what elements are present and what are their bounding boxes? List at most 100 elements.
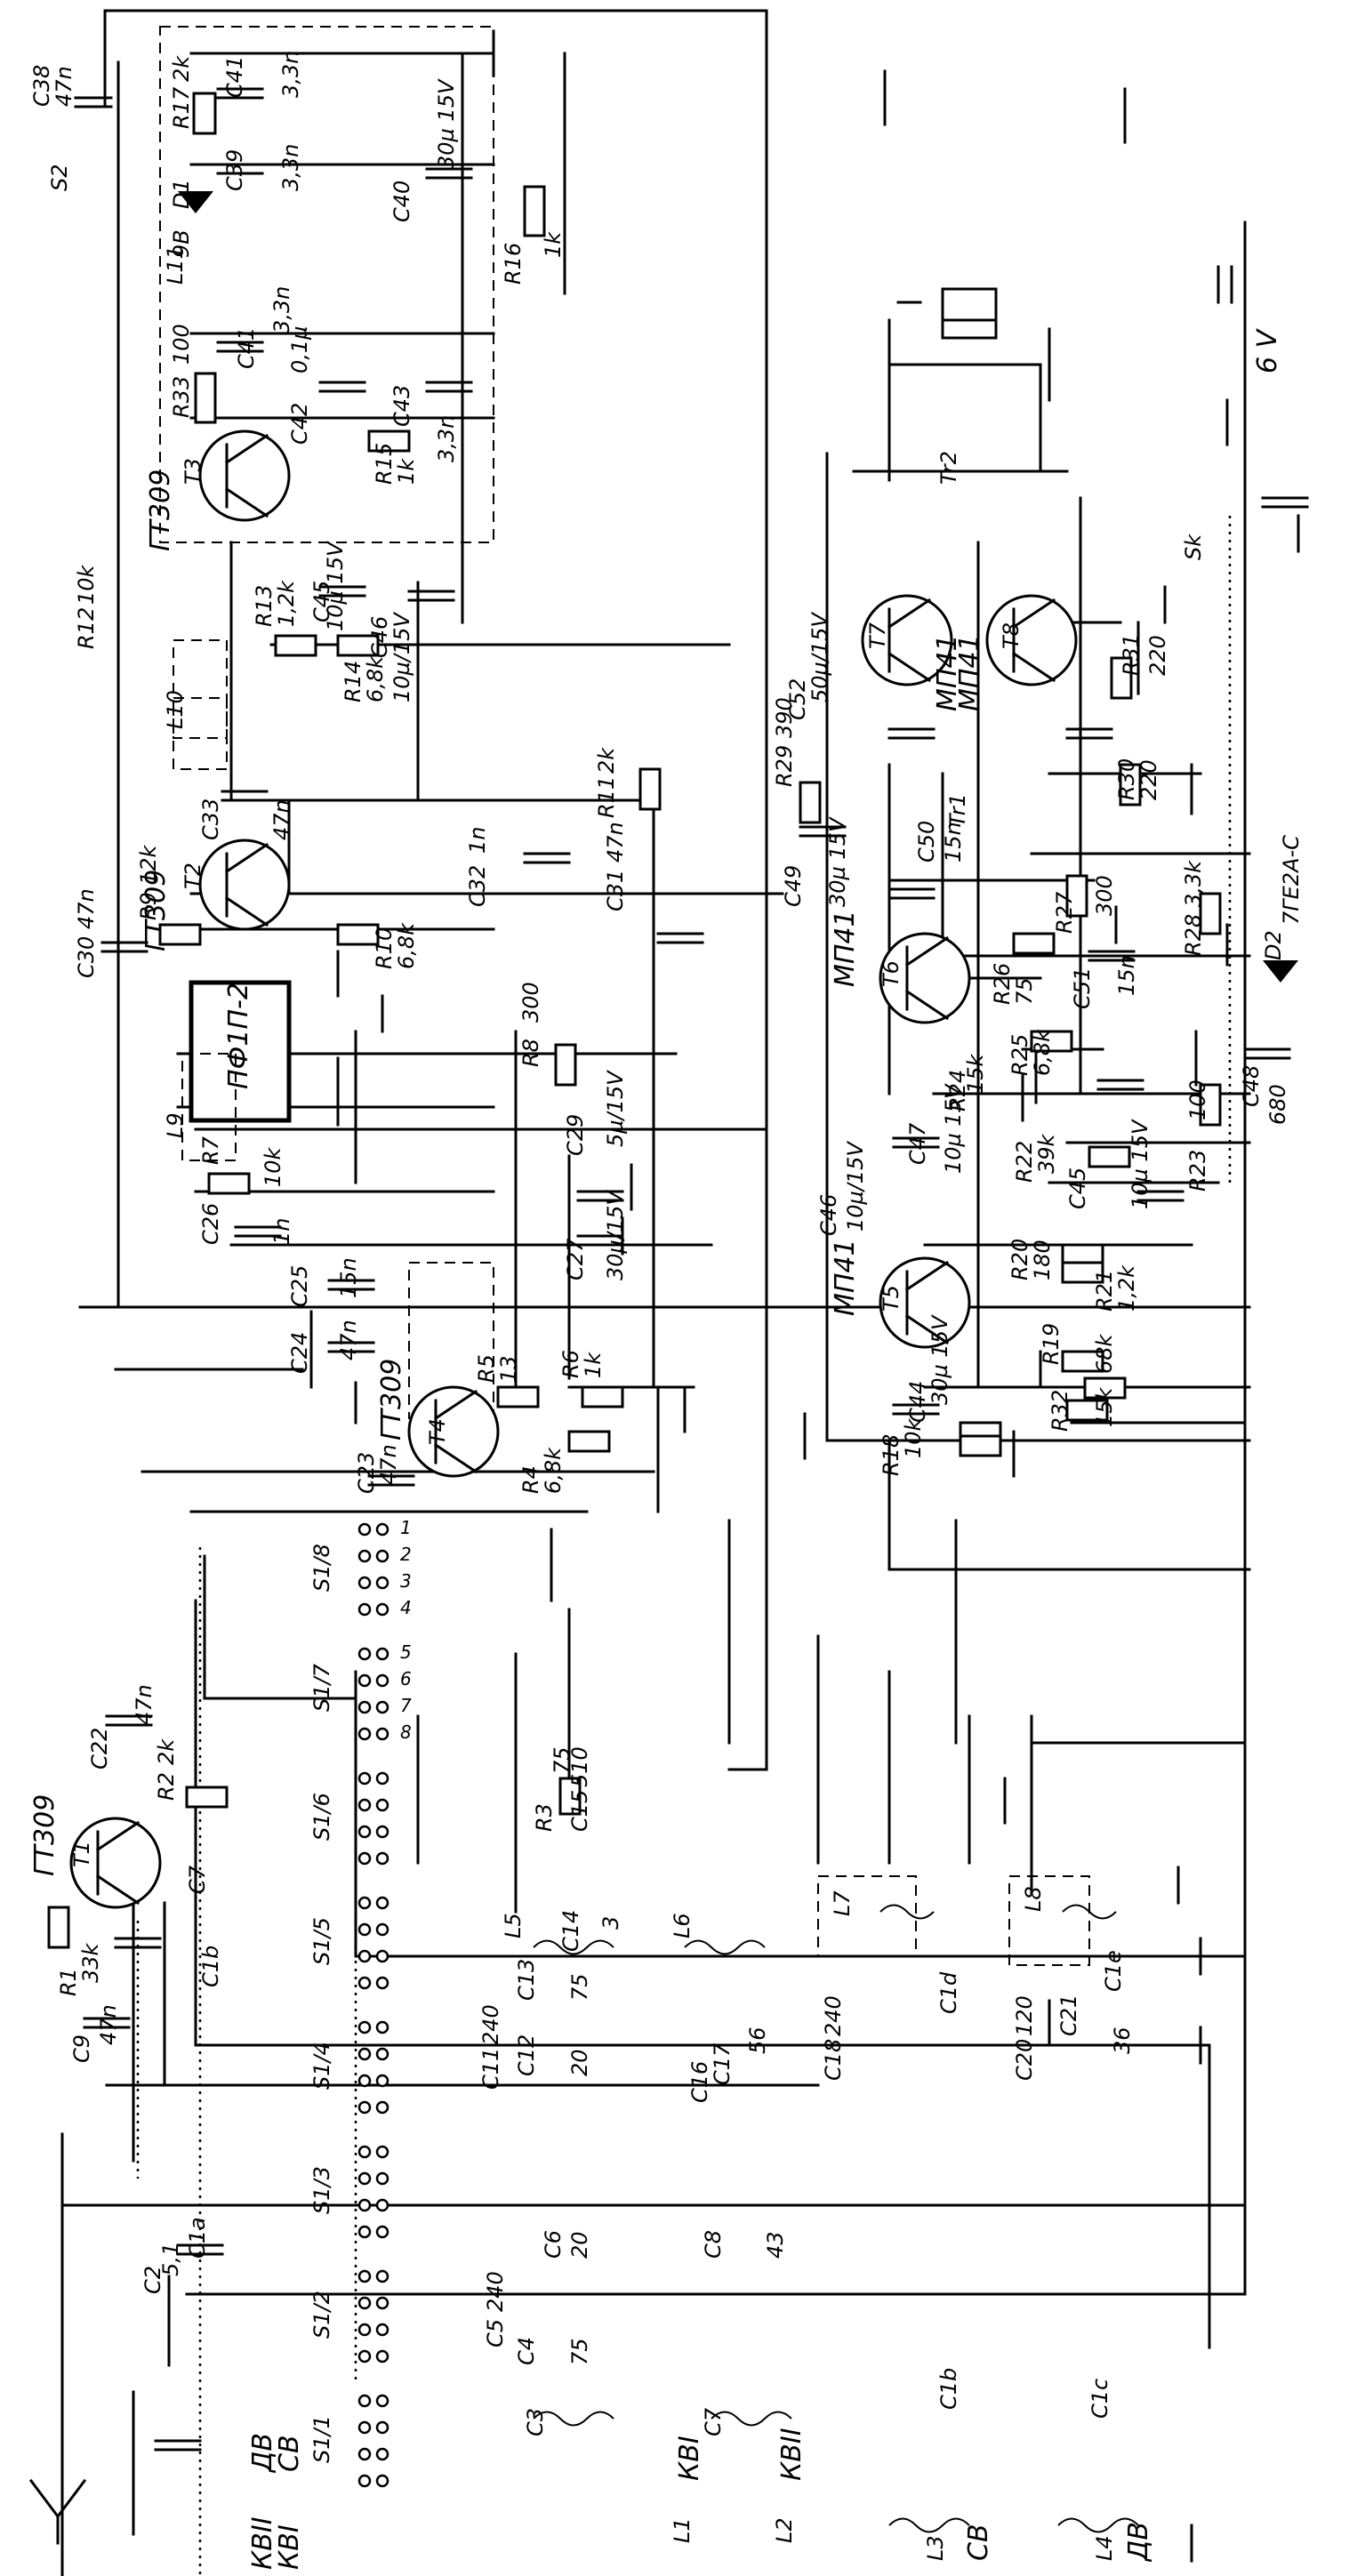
r16-ref: R16	[501, 243, 526, 285]
r9-value: 12k	[136, 844, 161, 885]
r5-value: 13	[496, 1355, 521, 1383]
c48-ref: C50	[914, 821, 939, 863]
band-kv1-coil: КВI	[674, 2436, 705, 2481]
r31-value: 220	[1145, 635, 1170, 676]
l9-ref: L9	[163, 1112, 188, 1138]
capacitor-plates	[74, 87, 1309, 2452]
c34-ref: C46	[367, 616, 392, 658]
c20-ref: C20	[1012, 2039, 1037, 2081]
band-kv2-coil: КВII	[776, 2428, 807, 2481]
l7-ref: L7	[830, 1890, 855, 1916]
l6-ref: L6	[670, 1913, 695, 1938]
r33-value: 100	[169, 324, 194, 365]
band-switch-s1	[357, 1522, 389, 2488]
transistor-t5: МП41 T5	[830, 1239, 971, 1349]
r22-value: 39k	[1034, 1133, 1059, 1174]
c37-ref: C43	[389, 385, 414, 427]
band-kv1-left: КВI	[274, 2524, 305, 2570]
battery-6v	[1217, 221, 1247, 304]
r32-value: 15k	[1092, 1386, 1117, 1427]
r8-value: 300	[518, 982, 543, 1023]
c44-ref: C45	[1065, 1168, 1090, 1209]
c32-ref: C33	[198, 798, 223, 840]
c46-value: 680	[1265, 1084, 1290, 1125]
c7-ref: C7	[701, 2407, 726, 2436]
r18-ref: R18	[879, 1434, 903, 1476]
c50-ref: C52	[785, 678, 810, 720]
c42-value: 30µ 15V	[927, 1314, 952, 1405]
pin-6: 6	[400, 1668, 412, 1689]
l11-ref: L11	[163, 245, 188, 285]
r2-ref: R2	[154, 1772, 179, 1801]
r11-ref: R11	[594, 776, 619, 818]
c15-ref: C15	[567, 1790, 592, 1832]
c5-value: 240	[483, 2271, 508, 2312]
c2-ref: C2	[141, 2266, 165, 2294]
band-dv-left: ДВ	[247, 2433, 278, 2474]
t4-ref: T4	[425, 1418, 450, 1445]
c35-ref: C41	[234, 327, 259, 369]
r14-ref: R14	[341, 661, 365, 702]
coils	[173, 639, 1139, 2533]
c10-ref: C7	[185, 1865, 210, 1894]
r10-ref: R10	[372, 927, 397, 969]
pin-4: 4	[400, 1597, 412, 1618]
l3-ref: L3	[923, 2535, 948, 2561]
r27-ref: R27	[1052, 891, 1077, 934]
r17-value: 2k	[169, 55, 194, 82]
r6-ref: R6	[558, 1350, 583, 1378]
t6-ref: T6	[879, 960, 903, 987]
c25-ref: C25	[287, 1265, 312, 1307]
c39-ref: C39	[222, 149, 247, 191]
c37-value: 3,3n	[434, 415, 459, 462]
c44-value: 10µ 15V	[1128, 1119, 1152, 1209]
r23-value: 100	[1185, 1079, 1210, 1120]
r14-value: 6,8k	[363, 655, 388, 702]
transistor-t6: МП41 T6	[830, 910, 971, 1024]
c28-value: 5µ/15V	[603, 1070, 628, 1147]
s1-3-ref: S1/3	[309, 2166, 334, 2214]
r29-ref: R29	[772, 745, 797, 787]
r20-value: 180	[1030, 1240, 1055, 1280]
r25-ref: R25	[1008, 1034, 1032, 1076]
band-sv-coil: СВ	[963, 2524, 994, 2561]
c8-value: 43	[763, 2231, 788, 2259]
c5-ref: C5	[483, 2319, 508, 2347]
r23-ref: R23	[1185, 1150, 1210, 1192]
c11-ref: C11	[478, 2048, 503, 2090]
r17-ref: R17	[169, 86, 194, 129]
transistor-t7: МП41 T7	[861, 594, 963, 711]
r8-ref: R8	[518, 1039, 543, 1067]
d2-ref: D2	[1261, 930, 1286, 960]
c9-ref: C9	[69, 2034, 94, 2063]
r24-value: 15k	[963, 1053, 988, 1094]
transistor-t3: ГТ309 T3	[145, 429, 291, 551]
c21-value: 36	[1110, 2026, 1135, 2054]
l5-ref: L5	[501, 1913, 526, 1938]
t7-type: МП41	[932, 634, 963, 711]
c43-ref: C46	[816, 1194, 841, 1236]
r1-value: 33k	[78, 1942, 103, 1983]
r6-value: 1k	[581, 1352, 606, 1378]
c4-value: 75	[567, 2338, 592, 2365]
c46-ref: C48	[1239, 1065, 1264, 1107]
r15-ref: R15	[372, 443, 397, 485]
c48-value: 15n	[941, 822, 966, 863]
r3-value: 75	[550, 1746, 574, 1774]
c29-value: 47n	[74, 888, 99, 929]
r31-ref: R31	[1119, 634, 1144, 676]
t7-ref: T7	[865, 622, 890, 649]
l4-ref: L4	[1092, 2535, 1117, 2561]
c29-ref: C30	[74, 936, 99, 978]
c41-value: 3,3n	[278, 51, 303, 98]
t3-type: ГТ309	[145, 469, 176, 551]
c34-value: 10µ/15V	[389, 612, 414, 702]
r7-value: 10k	[261, 1146, 285, 1187]
pin-2: 2	[400, 1544, 412, 1565]
c1c-ref: C1c	[1088, 2379, 1112, 2419]
c24-ref: C24	[287, 1332, 312, 1374]
pin-3: 3	[400, 1570, 412, 1592]
c47-ref: C49	[781, 865, 806, 907]
c18-ref: C18	[821, 2039, 846, 2081]
r25-value: 6,8k	[1030, 1029, 1055, 1076]
